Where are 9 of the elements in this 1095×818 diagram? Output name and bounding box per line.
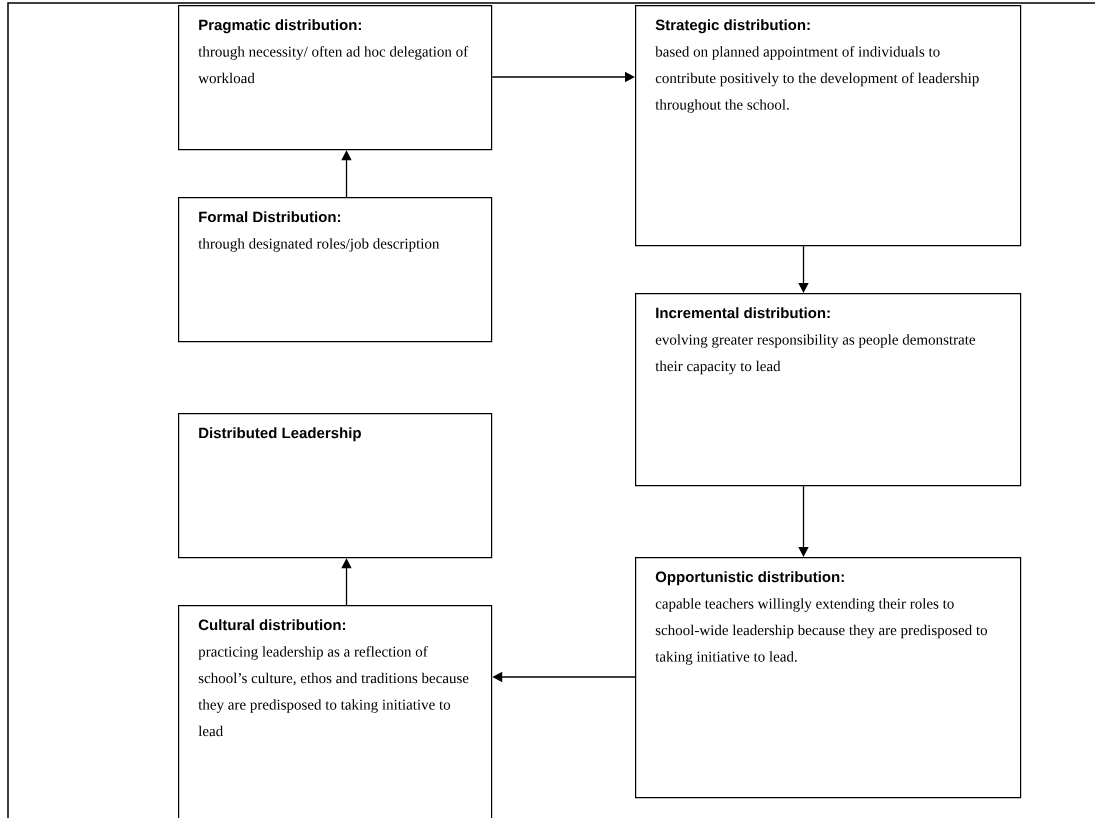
process-box: Opportunistic distribution: capable teachers willingly extending their roles to school-wide leadership because they are predisposed to taking initiative to lead. <box>635 557 1022 799</box>
process-box: Cultural distribution: practicing leadership as a reflection of school’s culture, ethos and traditions because they are predisposed to taking initiative to lead <box>178 605 493 818</box>
process-box: Pragmatic distribution: through necessity/ often ad hoc delegation of workload <box>178 5 493 151</box>
process-box: Formal Distribution: through designated roles/job description <box>178 197 493 343</box>
arrow <box>798 485 809 557</box>
process-box: Strategic distribution: based on planned appointment of individuals to contribute positively to the development of leadership throughout the school. <box>635 5 1022 247</box>
arrow <box>798 245 809 293</box>
process-box: Distributed Leadership <box>178 413 493 559</box>
process-box: Incremental distribution: evolving greater responsibility as people demonstrate their capacity to lead <box>635 293 1022 487</box>
